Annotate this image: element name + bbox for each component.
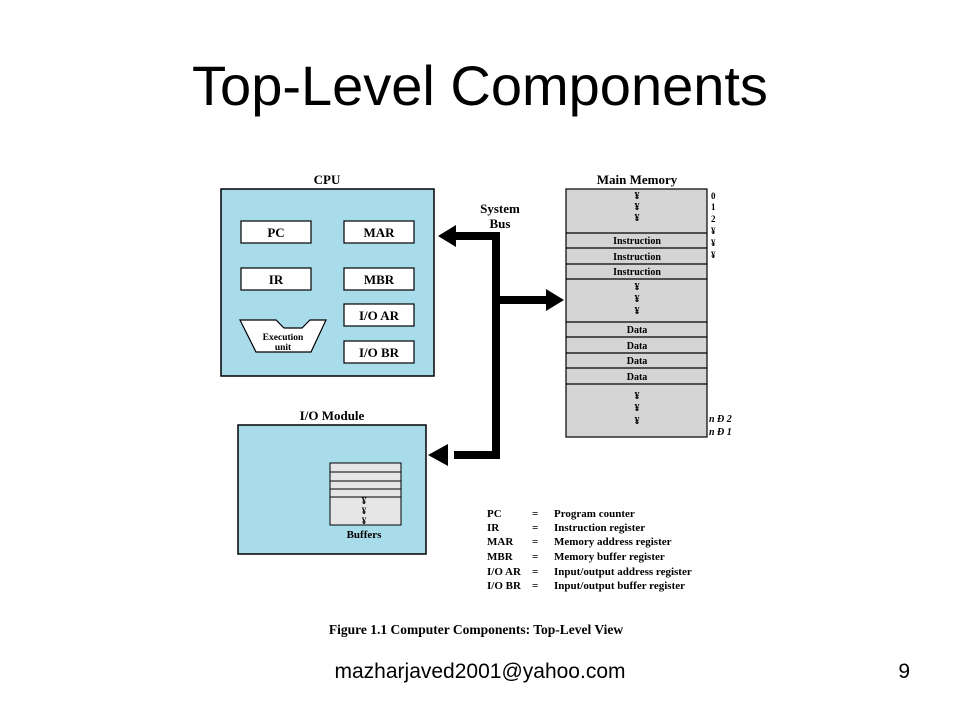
legend-meaning: Memory address register xyxy=(554,536,672,548)
memory-address: n Ð 2 xyxy=(709,414,732,425)
legend-meaning: Input/output address register xyxy=(554,566,692,578)
system-bus xyxy=(428,225,564,466)
memory-instruction-row: Instruction xyxy=(613,267,661,278)
mar-register: MAR xyxy=(343,220,415,244)
memory-ellipsis-2: ¥ xyxy=(635,202,640,213)
io-buffers: ¥ ¥ ¥ xyxy=(329,462,402,526)
memory-address: 1 xyxy=(711,202,716,212)
legend-meaning: Memory buffer register xyxy=(554,551,665,563)
figure-caption: Figure 1.1 Computer Components: Top-Leve… xyxy=(329,622,624,637)
legend-abbr: PC xyxy=(487,508,502,520)
svg-text:PC: PC xyxy=(267,225,284,240)
memory-address: ¥ xyxy=(711,250,716,260)
memory-address-labels: 0 1 2 ¥ ¥ ¥ n Ð 2 n Ð 1 xyxy=(709,191,732,438)
memory-address: 0 xyxy=(711,191,716,201)
execution-unit: Execution unit xyxy=(239,319,327,353)
legend-meaning: Input/output buffer register xyxy=(554,580,685,592)
memory-ellipsis-3: ¥ xyxy=(635,213,640,224)
main-memory xyxy=(565,188,708,438)
abbreviation-legend: PC = Program counter IR = Instruction re… xyxy=(487,508,692,592)
legend-abbr: I/O BR xyxy=(487,580,522,592)
memory-ellipsis-7: ¥ xyxy=(635,391,640,402)
mbr-register: MBR xyxy=(343,267,415,291)
pc-register: PC xyxy=(240,220,312,244)
memory-data-row: Data xyxy=(627,341,648,352)
legend-abbr: MAR xyxy=(487,536,514,548)
svg-text:MBR: MBR xyxy=(364,272,395,287)
main-memory-label: Main Memory xyxy=(597,172,678,187)
svg-text:I/O AR: I/O AR xyxy=(359,308,400,323)
memory-address: ¥ xyxy=(711,226,716,236)
memory-address: n Ð 1 xyxy=(709,427,732,438)
svg-text:MAR: MAR xyxy=(363,225,395,240)
buffer-ellipsis: ¥ xyxy=(362,516,367,526)
cpu-label: CPU xyxy=(314,172,341,187)
legend-eq: = xyxy=(532,551,538,563)
legend-eq: = xyxy=(532,566,538,578)
svg-text:I/O BR: I/O BR xyxy=(359,345,400,360)
legend-eq: = xyxy=(532,580,538,592)
legend-abbr: MBR xyxy=(487,551,514,563)
ir-register: IR xyxy=(240,267,312,291)
system-bus-label-line2: Bus xyxy=(490,216,511,231)
legend-abbr: I/O AR xyxy=(487,566,522,578)
memory-data-row: Data xyxy=(627,356,648,367)
slide-title: Top-Level Components xyxy=(192,54,768,117)
buffer-ellipsis: ¥ xyxy=(362,506,367,516)
buffer-ellipsis: ¥ xyxy=(362,496,367,506)
memory-ellipsis-1: ¥ xyxy=(635,191,640,202)
legend-meaning: Instruction register xyxy=(554,522,645,534)
buffers-label: Buffers xyxy=(347,529,383,541)
page-number: 9 xyxy=(898,660,910,683)
svg-text:IR: IR xyxy=(269,272,284,287)
memory-ellipsis-8: ¥ xyxy=(635,403,640,414)
legend-eq: = xyxy=(532,536,538,548)
footer-email: mazharjaved2001@yahoo.com xyxy=(334,660,626,683)
legend-abbr: IR xyxy=(487,522,500,534)
memory-instruction-row: Instruction xyxy=(613,236,661,247)
memory-address: 2 xyxy=(711,214,716,224)
system-bus-label-line1: System xyxy=(480,201,520,216)
legend-eq: = xyxy=(532,522,538,534)
memory-ellipsis-5: ¥ xyxy=(635,294,640,305)
legend-eq: = xyxy=(532,508,538,520)
svg-text:Execution: Execution xyxy=(263,333,304,343)
memory-ellipsis-6: ¥ xyxy=(635,306,640,317)
legend-meaning: Program counter xyxy=(554,508,635,520)
svg-text:unit: unit xyxy=(275,343,292,353)
memory-data-row: Data xyxy=(627,325,648,336)
memory-instruction-row: Instruction xyxy=(613,252,661,263)
memory-ellipsis-9: ¥ xyxy=(635,416,640,427)
memory-ellipsis-4: ¥ xyxy=(635,282,640,293)
io-ar-register: I/O AR xyxy=(343,303,415,327)
io-module-label: I/O Module xyxy=(300,408,365,423)
memory-address: ¥ xyxy=(711,238,716,248)
memory-data-row: Data xyxy=(627,372,648,383)
io-br-register: I/O BR xyxy=(343,340,415,364)
